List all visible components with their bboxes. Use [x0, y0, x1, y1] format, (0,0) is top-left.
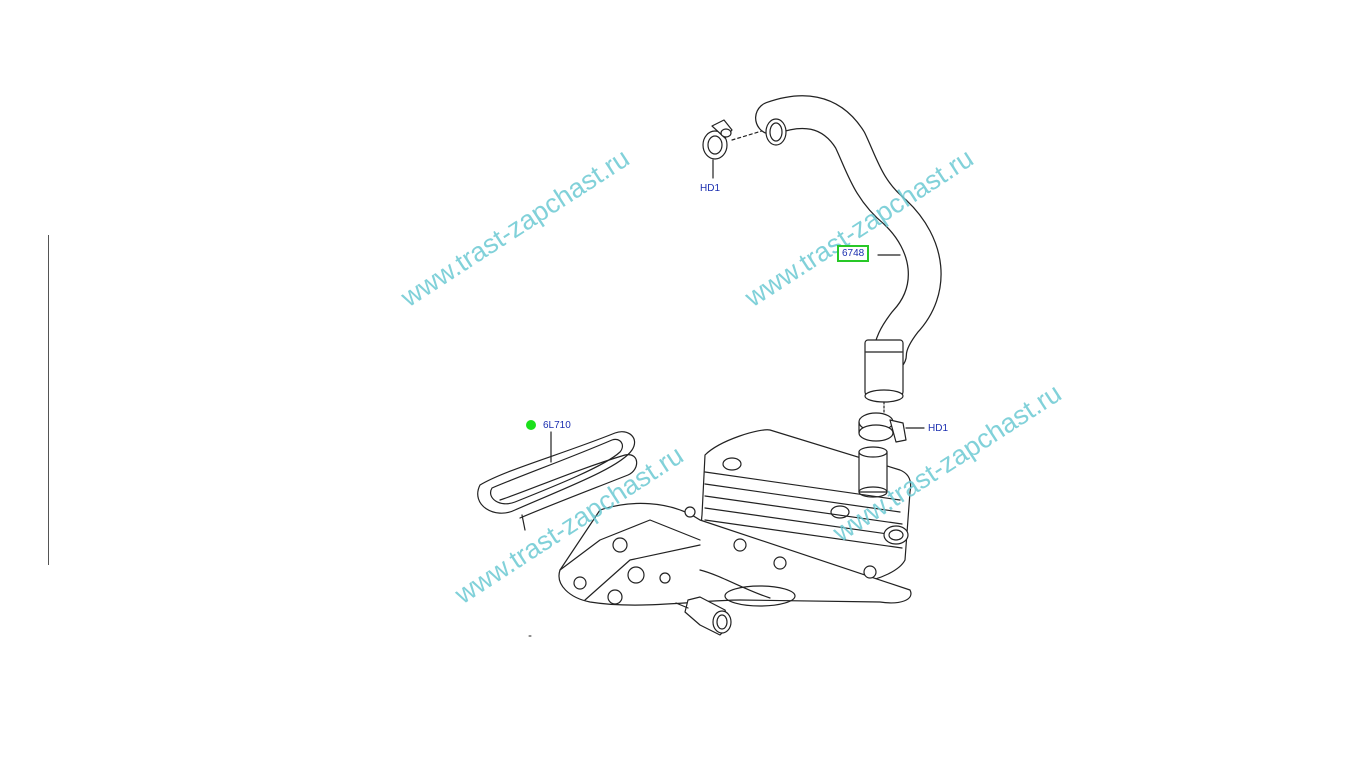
left-divider: [48, 235, 49, 565]
callout-label-hd1-top[interactable]: HD1: [700, 183, 721, 194]
callout-label-6l710[interactable]: 6L710: [543, 420, 571, 431]
availability-dot: [526, 420, 536, 430]
temperature-sensor[interactable]: [675, 596, 732, 636]
callout-label-6748[interactable]: 6748: [837, 245, 870, 262]
callout-label-hd1-mid[interactable]: HD1: [928, 423, 949, 434]
hose-clamp-top[interactable]: [702, 119, 766, 179]
coolant-hose[interactable]: [755, 95, 942, 413]
gasket[interactable]: [477, 431, 638, 531]
oil-cooler-assembly[interactable]: [558, 429, 912, 607]
hose-clamp-mid[interactable]: [858, 412, 925, 443]
